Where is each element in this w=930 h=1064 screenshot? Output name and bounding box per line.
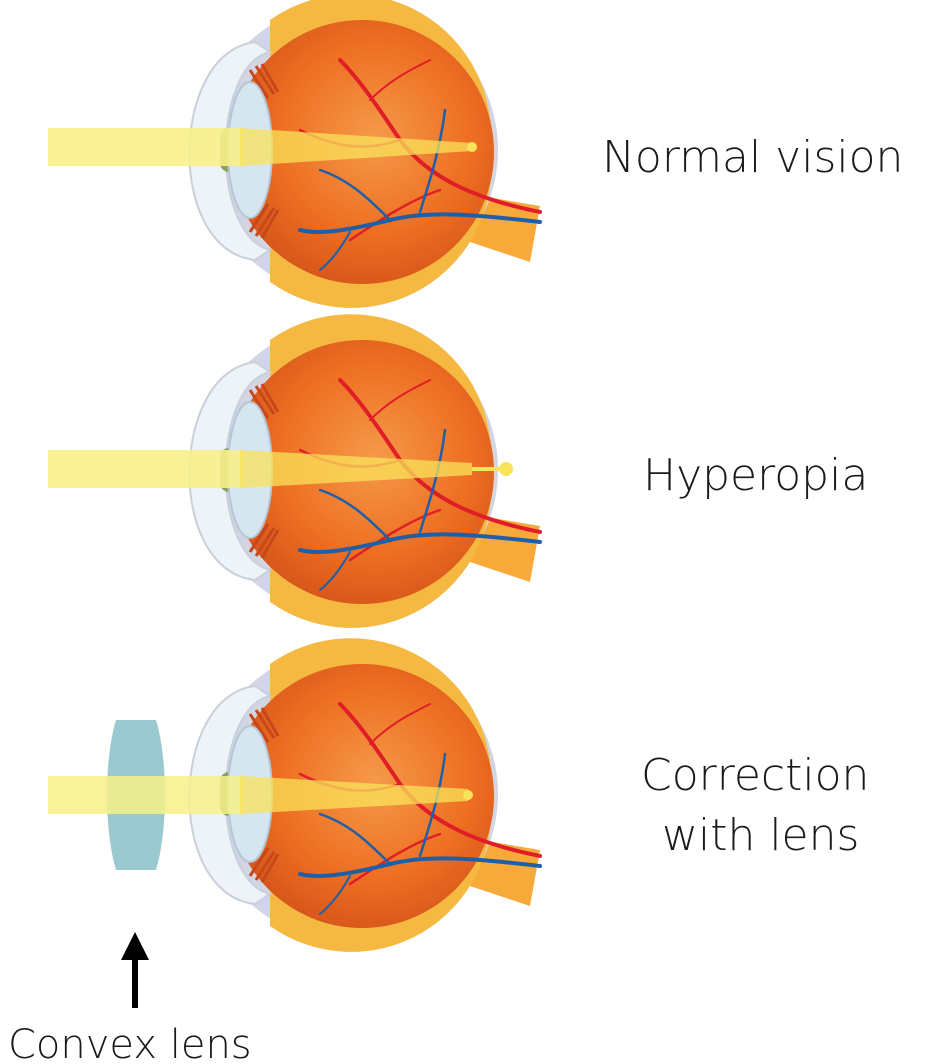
focal-point [467,142,477,152]
eye-hyperopia [48,314,540,628]
label-normal-vision: Normal vision [602,132,903,183]
label-correction-line1: Correction [641,750,869,801]
focal-point-behind-retina [499,462,513,476]
incoming-light-beam [48,128,243,166]
eye-normal-vision [48,0,540,308]
arrow-up-icon [121,932,149,1008]
label-correction-line2: with lens [662,810,859,861]
label-convex-lens: Convex lens [8,1022,252,1064]
label-hyperopia: Hyperopia [643,450,868,501]
focal-point [463,790,473,800]
incoming-light-beam [48,450,243,488]
eye-corrected [48,638,540,952]
incoming-light-beam [48,776,243,814]
